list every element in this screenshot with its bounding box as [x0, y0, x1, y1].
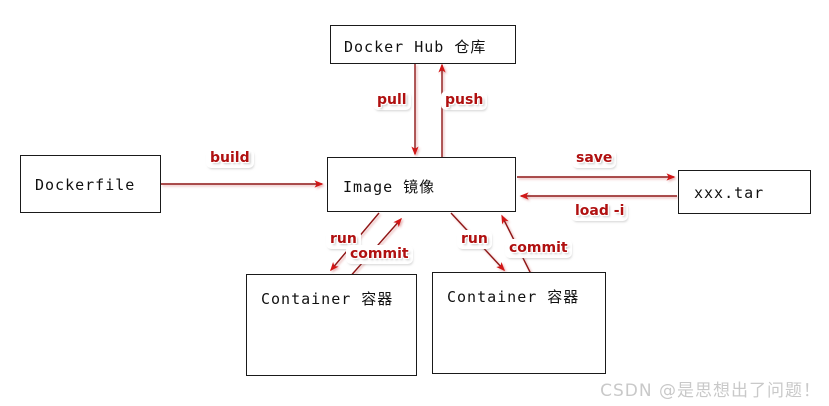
- node-dockerfile[interactable]: [20, 155, 161, 213]
- node-docker-hub[interactable]: [330, 25, 516, 64]
- edge-label-commit-right: commit: [506, 240, 571, 257]
- edge-label-commit-left: commit: [347, 246, 412, 263]
- node-docker-hub-label: Docker Hub 仓库: [344, 38, 487, 56]
- node-image-label: Image 镜像: [343, 178, 436, 196]
- node-container-right-label: Container 容器: [447, 288, 580, 306]
- node-image[interactable]: [327, 157, 516, 212]
- edge-label-load: load -i: [572, 203, 628, 220]
- node-container-right[interactable]: [432, 272, 606, 374]
- watermark-text: CSDN @是思想出了问题！: [600, 381, 821, 401]
- node-container-left[interactable]: [246, 274, 417, 376]
- edge-label-build: build: [207, 150, 253, 167]
- edge-label-pull: pull: [374, 92, 410, 109]
- node-dockerfile-label: Dockerfile: [35, 176, 136, 194]
- edge-label-save: save: [573, 150, 616, 167]
- edge-label-push: push: [442, 92, 487, 109]
- node-tar-file-label: xxx.tar: [694, 184, 765, 202]
- node-container-left-label: Container 容器: [261, 290, 394, 308]
- edge-label-run-right: run: [458, 231, 491, 248]
- edge-label-run-left: run: [327, 231, 360, 248]
- node-tar-file[interactable]: [678, 170, 811, 214]
